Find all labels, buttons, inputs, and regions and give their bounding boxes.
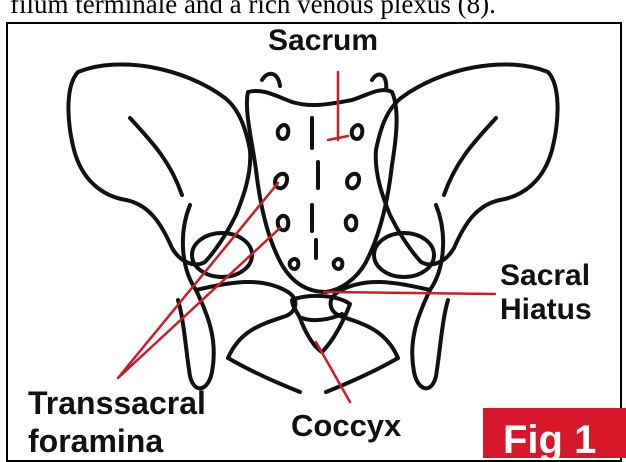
foramen-right-2 <box>347 174 359 189</box>
foramen-left-4 <box>290 259 299 269</box>
label-transsacral-line2: foramina <box>28 422 206 460</box>
label-sacrum: Sacrum <box>268 24 378 58</box>
right-ilium-inner <box>444 118 496 195</box>
figure-badge-text: Fig 1 <box>503 418 596 458</box>
sacral-crest <box>312 118 318 258</box>
coccyx-segment <box>302 314 342 320</box>
figure-badge: Fig 1 <box>483 408 626 458</box>
leader-hiatus <box>324 292 495 294</box>
foramen-left-1 <box>278 125 289 139</box>
label-sacral-hiatus-line1: Sacral <box>500 259 592 293</box>
label-coccyx: Coccyx <box>291 408 401 444</box>
foramen-right-3 <box>346 216 357 231</box>
coccyx-outline <box>292 296 350 352</box>
pelvis-drawing <box>0 0 626 449</box>
pubic-rami <box>228 358 398 392</box>
label-transsacral-line1: Transsacral <box>28 384 206 422</box>
label-sacral-hiatus-line2: Hiatus <box>500 293 592 327</box>
label-sacral-hiatus: Sacral Hiatus <box>500 259 592 327</box>
left-ilium-inner <box>130 118 182 195</box>
sacral-ala-right <box>372 75 386 90</box>
sacral-ala-left <box>262 74 280 86</box>
leader-transsacral-2 <box>118 228 280 378</box>
leader-coccyx <box>316 342 350 402</box>
right-pubis <box>412 205 448 388</box>
foramen-right-4 <box>334 259 343 269</box>
foramen-right-1 <box>352 125 363 139</box>
